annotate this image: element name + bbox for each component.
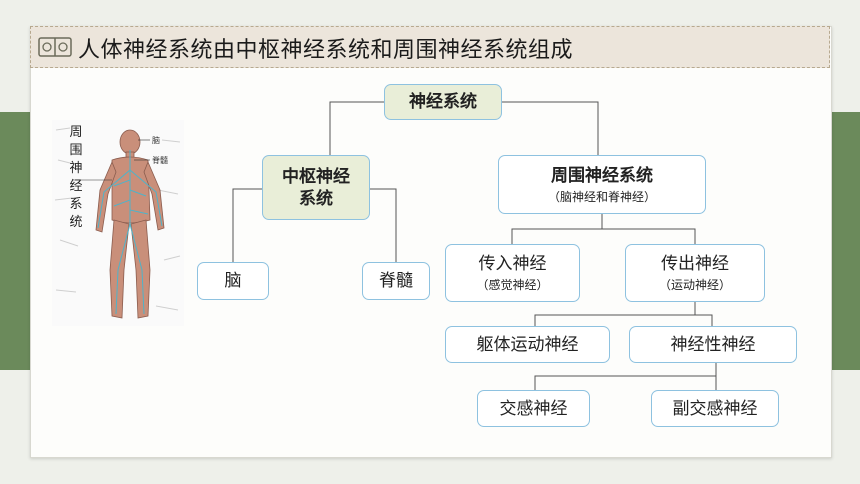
node-label: 神经系统: [409, 92, 477, 112]
line-root-central: [329, 101, 384, 155]
node-sympathetic-nerve: 交感神经: [477, 390, 590, 427]
title-bar: [30, 26, 830, 68]
line-central-brain: [232, 188, 262, 262]
node-autonomic-nerve: 神经性神经: [629, 326, 797, 363]
node-peripheral-nervous-system: 周围神经系统 （脑神经和脊神经）: [498, 155, 706, 214]
node-label: 脑: [224, 271, 242, 291]
line-autonomic-branches: [534, 375, 717, 390]
node-somatic-motor-nerve: 躯体运动神经: [445, 326, 610, 363]
page-title: 人体神经系统由中枢神经系统和周围神经系统组成: [78, 38, 574, 63]
node-label: 副交感神经: [672, 398, 758, 419]
node-label: 周围神经系统: [551, 165, 653, 186]
node-label: 神经性神经: [670, 334, 756, 355]
spinal-tag: 脊髓: [152, 156, 168, 165]
node-brain: 脑: [197, 262, 269, 300]
nervous-system-figure: [52, 120, 184, 326]
node-label: 中枢神经: [282, 166, 350, 187]
node-label: 躯体运动神经: [476, 334, 579, 355]
node-sublabel: （感觉神经）: [476, 278, 549, 292]
node-sublabel: （运动神经）: [658, 278, 731, 292]
node-efferent-nerve: 传出神经 （运动神经）: [625, 244, 765, 302]
book-icon: [38, 37, 72, 57]
line-efferent-branches: [534, 314, 713, 326]
node-label: 系统: [299, 188, 333, 209]
node-label: 交感神经: [499, 398, 568, 419]
node-spinal-cord: 脊髓: [362, 262, 430, 300]
node-parasympathetic-nerve: 副交感神经: [651, 390, 779, 427]
node-sublabel: （脑神经和脊神经）: [547, 189, 656, 204]
line-root-peripheral: [502, 101, 599, 155]
peripheral-vertical-label: 周围神经系统: [69, 125, 83, 230]
line-peripheral-branches: [511, 228, 696, 244]
node-central-nervous-system: 中枢神经 系统: [262, 155, 370, 220]
node-afferent-nerve: 传入神经 （感觉神经）: [445, 244, 580, 302]
node-label: 传出神经: [661, 254, 729, 274]
node-label: 传入神经: [478, 254, 547, 274]
brain-tag: 脑: [152, 136, 160, 145]
node-label: 脊髓: [379, 271, 413, 291]
line-central-spinal: [370, 188, 397, 262]
node-nervous-system: 神经系统: [384, 84, 502, 120]
